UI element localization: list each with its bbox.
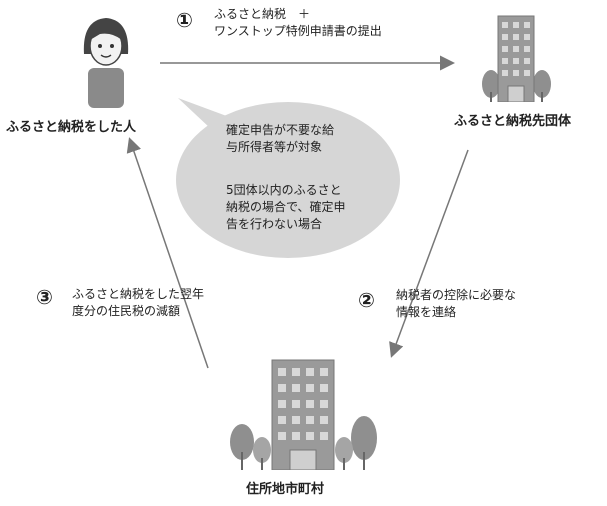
- bubble-line-1: 確定申告が不要な給: [226, 123, 335, 137]
- speech-bubble: [176, 98, 400, 258]
- bubble-line-5: 納税の場合で、確定申: [226, 200, 346, 214]
- step-3-line-1: ふるさと納税をした翌年: [72, 287, 205, 301]
- step-2-number: ②: [358, 288, 375, 312]
- bubble-line-4: 5団体以内のふるさと: [226, 183, 342, 197]
- step-2-line-1: 納税者の控除に必要な: [396, 288, 517, 302]
- step-3-number: ③: [36, 285, 53, 309]
- step-2-line-2: 情報を連絡: [396, 305, 457, 319]
- bubble-line-6: 告を行わない場合: [226, 217, 323, 231]
- arrow-step-2: [389, 149, 469, 358]
- person-label: ふるさと納税をした人: [6, 120, 137, 135]
- destination-label: ふるさと納税先団体: [454, 114, 572, 129]
- city-hall-icon: [230, 359, 377, 470]
- arrow-step-3: [126, 137, 209, 369]
- bubble-line-2: 与所得者等が対象: [226, 140, 323, 154]
- step-3-line-2: 度分の住民税の減額: [72, 304, 181, 318]
- municipality-label: 住所地市町村: [246, 482, 325, 497]
- step-1-line-1: ふるさと納税 ＋: [214, 7, 311, 21]
- office-building-icon: [482, 15, 551, 102]
- step-1-line-2: ワンストップ特例申請書の提出: [214, 24, 382, 38]
- step-1-number: ①: [176, 8, 193, 32]
- person-icon: [83, 18, 129, 108]
